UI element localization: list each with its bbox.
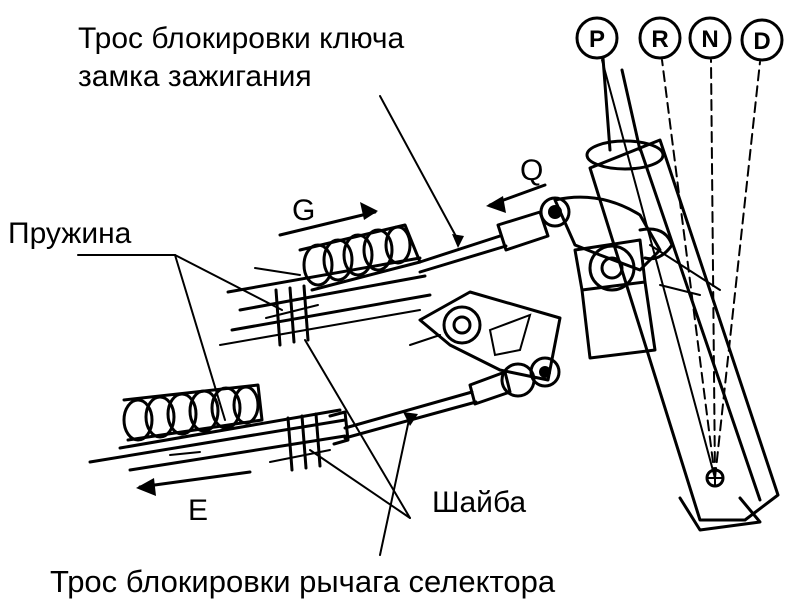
label-washer: Шайба xyxy=(432,486,526,519)
gear-label-r: R xyxy=(651,26,668,53)
gear-position-d: D xyxy=(740,18,784,62)
selector-lever-assembly xyxy=(553,56,780,532)
label-ignition-cable-line2: замка зажигания xyxy=(78,60,312,93)
arrow-label-e: E xyxy=(188,494,208,527)
direction-arrow-e: E xyxy=(136,470,252,527)
gear-label-n: N xyxy=(701,26,718,53)
gear-position-r: R xyxy=(638,16,682,60)
direction-arrow-q: Q xyxy=(486,154,547,213)
upper-spring-assembly xyxy=(219,223,432,347)
gear-label-d: D xyxy=(753,28,770,55)
arrow-label-g: G xyxy=(292,194,315,227)
gear-label-p: P xyxy=(589,26,605,53)
upper-cable-end xyxy=(418,196,571,274)
direction-arrow-g: G xyxy=(278,194,378,237)
label-spring: Пружина xyxy=(8,217,132,250)
gear-position-p: P xyxy=(575,16,619,60)
label-ignition-cable-line1: Трос блокировки ключа xyxy=(78,22,405,55)
leader-lines xyxy=(77,95,464,556)
lower-spring-assembly xyxy=(88,383,350,472)
lower-cable-end xyxy=(343,290,562,440)
label-selector-cable: Трос блокировки рычага селектора xyxy=(50,564,556,599)
arrow-label-q: Q xyxy=(520,154,543,187)
gear-position-n: N xyxy=(688,16,732,60)
